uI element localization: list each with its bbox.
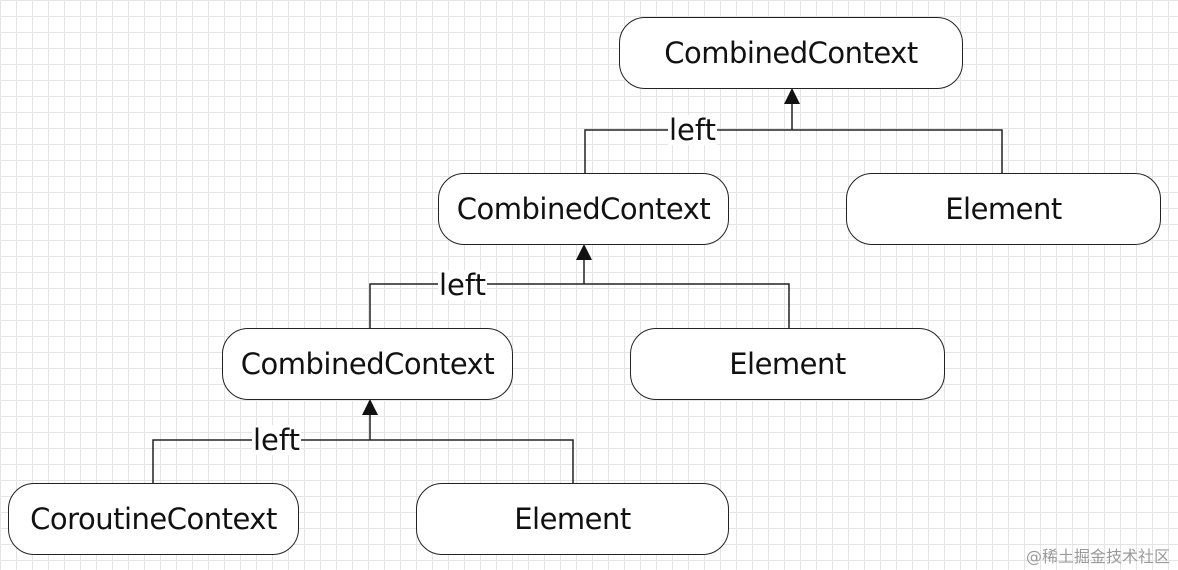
edge-label-left-1: left bbox=[668, 113, 717, 147]
node-combined-context-level-2: CombinedContext bbox=[438, 173, 729, 245]
watermark: @稀土掘金技术社区 bbox=[1025, 547, 1170, 566]
node-element-level-3: Element bbox=[630, 328, 945, 400]
node-element-level-4: Element bbox=[416, 483, 729, 555]
connector-level-1 bbox=[584, 104, 1003, 173]
connector-level-3 bbox=[152, 415, 574, 483]
arrowhead-level-3 bbox=[362, 399, 378, 415]
node-combined-context-root: CombinedContext bbox=[619, 17, 963, 89]
arrowhead-level-1 bbox=[784, 88, 800, 104]
arrowhead-level-2 bbox=[576, 244, 592, 260]
edge-label-left-3: left bbox=[252, 423, 301, 457]
node-combined-context-level-3: CombinedContext bbox=[222, 328, 513, 400]
node-coroutine-context: CoroutineContext bbox=[8, 483, 299, 555]
node-element-level-2: Element bbox=[846, 173, 1161, 245]
connector-level-2 bbox=[369, 260, 790, 328]
edge-label-left-2: left bbox=[438, 268, 487, 302]
